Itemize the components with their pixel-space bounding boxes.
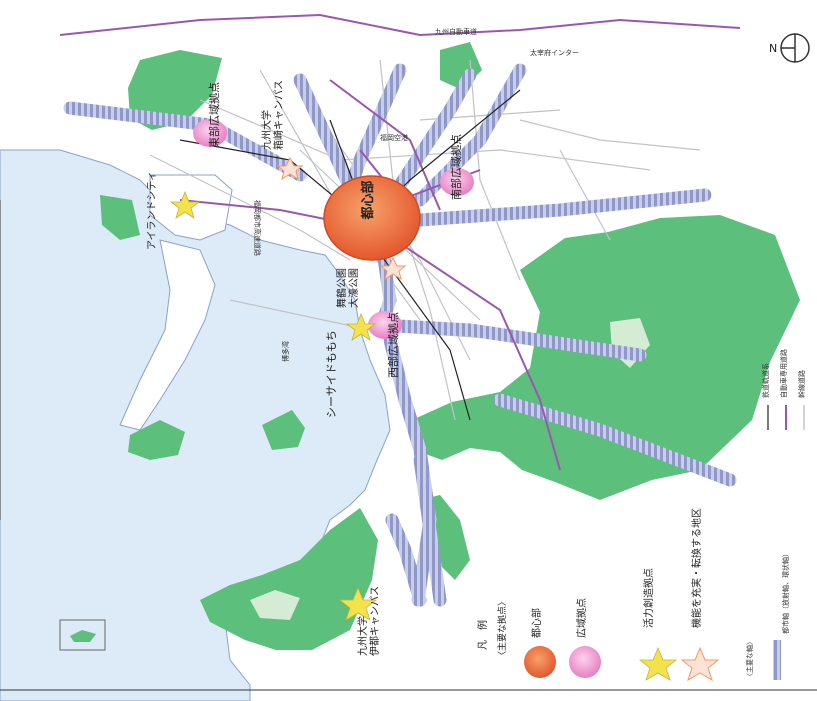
legend-subheading: 〈主要な拠点〉 <box>496 597 508 660</box>
hub-marker-west <box>368 311 402 339</box>
function-star-ohori <box>379 256 407 281</box>
legend-regional-hub-label: 広域拠点 <box>575 598 588 638</box>
legend-urban-core-label: 都心部 <box>530 608 543 638</box>
label-kyudai-hakozaki: 九州大学箱崎キャンパス <box>260 80 285 150</box>
legend-expressway-label: 自動車専用道路 <box>779 349 788 398</box>
legend-heading: 凡 例 <box>476 620 489 650</box>
label-hub-east: 東部広域拠点 <box>207 82 221 148</box>
island <box>128 420 185 460</box>
compass-label: N <box>769 42 777 55</box>
label-kyushu-expressway: 九州自動車道 <box>435 27 477 36</box>
label-urban-core: 都心部 <box>360 180 376 220</box>
hub-marker-east <box>193 119 227 147</box>
legend-vitality-label: 活力創造拠点 <box>642 568 655 628</box>
label-interchange: 太宰府インター <box>530 48 579 57</box>
label-seaside: シーサイドももち <box>325 330 338 418</box>
legend-axis-label: 都市軸（放射軸、環状軸） <box>781 550 790 634</box>
label-hub-south: 南部広域拠点 <box>449 134 463 200</box>
vitality-star-ito <box>338 586 378 621</box>
label-hub-west: 西部広域拠点 <box>386 312 400 378</box>
vitality-star-island <box>169 190 201 219</box>
label-urban-expressway: 福岡都市高速道路 <box>253 200 262 256</box>
legend-axis-title: 〈主要な軸〉 <box>745 638 754 680</box>
function-star-hakozaki <box>276 156 304 181</box>
hub-marker-south <box>440 168 474 196</box>
legend-vitality-star <box>638 646 678 681</box>
green-mountains <box>412 215 800 500</box>
legend: 凡 例 〈主要な拠点〉 都心部 広域拠点 活力創造拠点 機能を充実・転換する地区… <box>476 349 806 682</box>
island <box>262 410 305 450</box>
label-kyudai-ito: 九州大学伊都キャンパス <box>356 586 381 656</box>
legend-function-star <box>680 646 720 682</box>
north-compass: N <box>769 33 810 63</box>
legend-urban-core-swatch <box>524 646 556 678</box>
legend-axis-swatch <box>773 640 781 680</box>
legend-arterial-label: 幹線道路 <box>797 370 806 398</box>
legend-regional-hub-swatch <box>569 646 601 678</box>
label-airport: 福岡空港 <box>380 133 408 142</box>
legend-rail-label: 鉄道軌道系 <box>761 363 770 398</box>
label-hakata-bay: 博多湾 <box>281 341 290 362</box>
label-maizuru: 舞鶴公園大濠公園 <box>335 268 360 308</box>
legend-function-label: 機能を充実・転換する地区 <box>690 508 703 628</box>
vitality-star-seaside <box>345 312 377 341</box>
urban-core-marker <box>323 175 421 261</box>
label-island-city: アイランドシティ <box>146 171 158 250</box>
